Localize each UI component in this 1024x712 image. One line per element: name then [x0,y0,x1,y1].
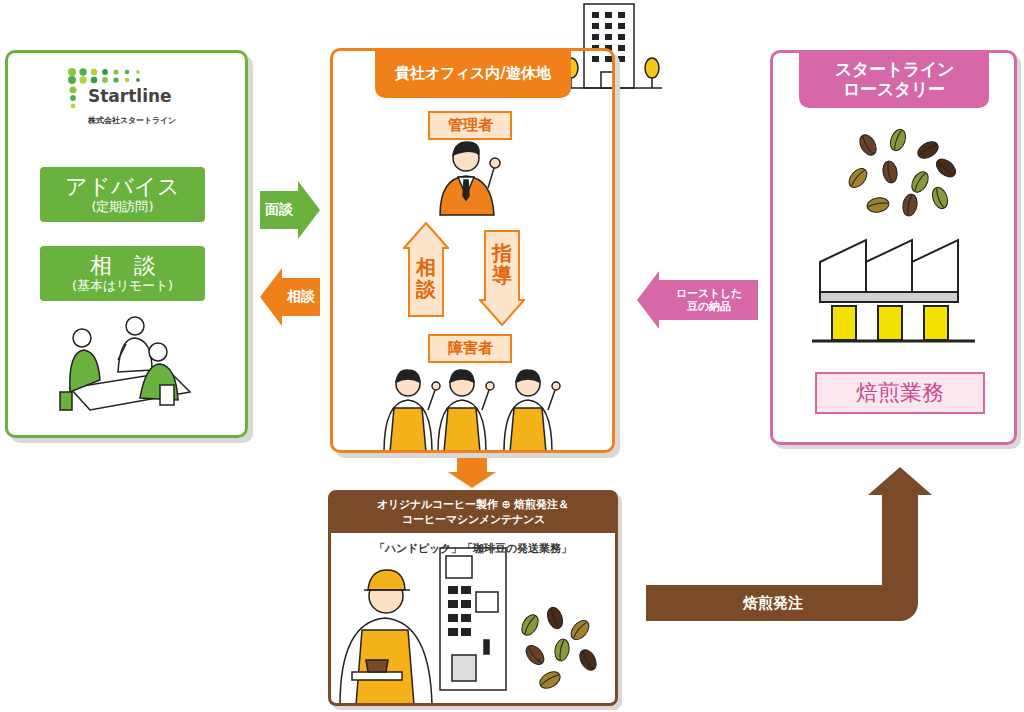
node-title: スタートライン ロースタリー [799,50,989,108]
block-arrow-label: 相談 [403,222,449,317]
service-box: 相 談(基本はリモート) [40,246,205,301]
coffee-machine [440,548,506,690]
block-arrow [260,181,320,239]
worker-figures [384,370,560,452]
manager-figure [440,142,500,215]
node-title: アドバイス [65,174,180,199]
client-office-panel: 貴社オフィス内/遊休地管理者相談 指導障害者 [330,48,615,453]
building-icon [560,4,662,88]
node-title: 管理者 [448,116,493,135]
node-title: 相談 [416,256,436,300]
role-label: 管理者 [428,111,512,140]
node-title: 相 談 [90,253,156,278]
work-content-panel: オリジナルコーヒー製作 ⊕ 焙煎発注＆コーヒーマシンメンテナンス「ハンドピック」… [328,490,618,706]
node-subtitle: (定期訪問) [91,199,153,215]
block-arrow-label: 指導 [479,230,525,326]
node-title: Startline [88,87,172,106]
block-arrow [646,467,932,603]
node-title: 指導 [492,242,512,286]
coffee-beans [518,605,599,691]
node-title: 貴社オフィス内/遊休地 [375,48,571,98]
block-arrow [448,455,496,488]
node-subtitle: (基本はリモート) [72,278,173,294]
node-title: 焙煎業務 [856,378,944,408]
roastery-panel: スタートライン ロースタリー焙煎業務 [770,50,1017,445]
partner-panel: Startline 株式会社スタートラインアドバイス(定期訪問) 相 談(基本はリモ… [5,50,248,438]
barista-figure [340,570,432,705]
arrow-label: 焙煎発注 [743,594,803,613]
arrow-label: ローストした 豆の納品 [672,287,746,313]
factory-icon [812,240,975,341]
block-arrow [260,268,320,326]
role-label: 障害者 [428,334,512,363]
arrow-label: 相談 [287,288,315,306]
coffee-beans [846,127,959,217]
node-subtitle: 「ハンドピック」「珈琲豆の発送業務」 [331,541,615,556]
node-title: オリジナルコーヒー製作 ⊕ 焙煎発注＆コーヒーマシンメンテナンス [331,493,615,533]
meeting-illustration [60,317,190,410]
task-box: 焙煎業務 [815,372,985,414]
node-subtitle: 株式会社スタートライン [88,115,176,126]
node-title: 障害者 [448,339,493,358]
block-arrow [637,271,758,329]
service-box: アドバイス(定期訪問) [40,167,205,222]
arrow-label: 面談 [265,201,293,219]
